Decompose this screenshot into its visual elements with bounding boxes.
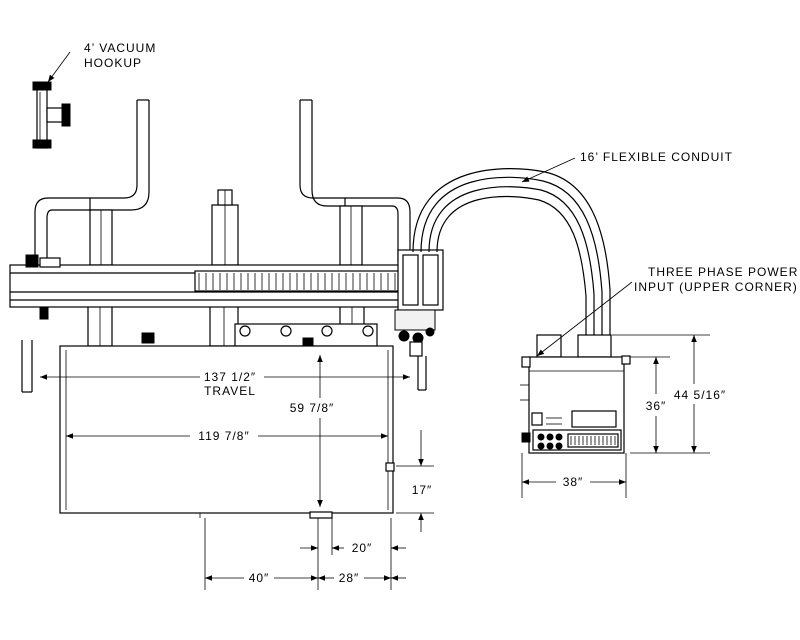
front-dimension-b: 40″	[249, 571, 270, 585]
front-dimension-a: 20″	[352, 541, 373, 555]
vacuum-hookup-fitting	[32, 81, 71, 149]
power-input-label-line1: THREE PHASE POWER	[648, 265, 798, 279]
vacuum-leader-line	[47, 51, 71, 83]
vacuum-label-line2: HOOKUP	[84, 56, 142, 70]
spindle-carriage	[394, 249, 444, 391]
travel-dimension-label: TRAVEL	[204, 384, 256, 398]
machine-table	[59, 345, 395, 519]
cable-chain	[198, 273, 396, 290]
conduit-leader-line	[521, 157, 576, 183]
terminal-strip	[570, 436, 616, 445]
beam-end-blocks	[21, 254, 61, 393]
side-offset-dimension: 17″	[412, 483, 433, 497]
bed-rail	[141, 323, 378, 347]
front-dimension-c: 28″	[339, 571, 360, 585]
vacuum-label-line1: 4’ VACUUM	[84, 41, 156, 55]
electrical-cabinet	[520, 334, 631, 454]
gantry-columns	[87, 189, 365, 347]
dimension-lines-cabinet	[521, 334, 710, 498]
power-input-leader-line	[536, 281, 633, 357]
dimension-lines-table	[40, 355, 434, 590]
power-input-label-line2: INPUT (UPPER CORNER)	[634, 280, 798, 294]
cabinet-total-height-dimension: 44 5/16″	[674, 388, 726, 402]
table-width-dimension: 119 7/8″	[198, 429, 249, 443]
travel-dimension-value: 137 1/2″	[204, 370, 256, 384]
cabinet-height-dimension: 36″	[646, 399, 667, 413]
conduit-label: 16’ FLEXIBLE CONDUIT	[580, 150, 733, 164]
cabinet-width-dimension: 38″	[563, 475, 584, 489]
table-depth-dimension: 59 7/8″	[290, 401, 335, 415]
